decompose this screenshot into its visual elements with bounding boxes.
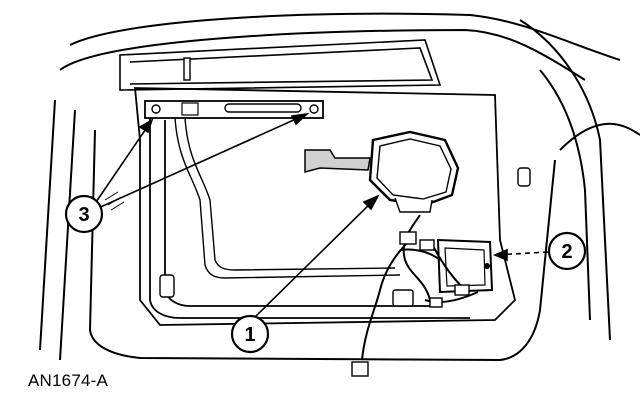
callout-1: 1 [230, 314, 270, 354]
door-handle-bracket [144, 57, 324, 119]
door-frame [39, 12, 640, 362]
callout-2: 2 [547, 231, 587, 271]
callout-3-label: 3 [78, 204, 89, 226]
wiring-channel [174, 117, 401, 279]
harness-connectors [351, 231, 470, 377]
bracket-screw-left-icon [151, 104, 161, 114]
window-opening [119, 39, 442, 91]
control-module [436, 238, 494, 294]
latch-lever [304, 149, 371, 173]
speaker [368, 130, 460, 213]
bracket-screw-right-icon [309, 104, 319, 114]
figure-id-label: AN1674-A [28, 371, 109, 390]
callout-3: 3 [64, 194, 104, 234]
callout-2-label: 2 [561, 241, 572, 263]
callout-1-label: 1 [244, 324, 255, 346]
leader-lines [93, 112, 549, 321]
access-holes [159, 107, 531, 307]
